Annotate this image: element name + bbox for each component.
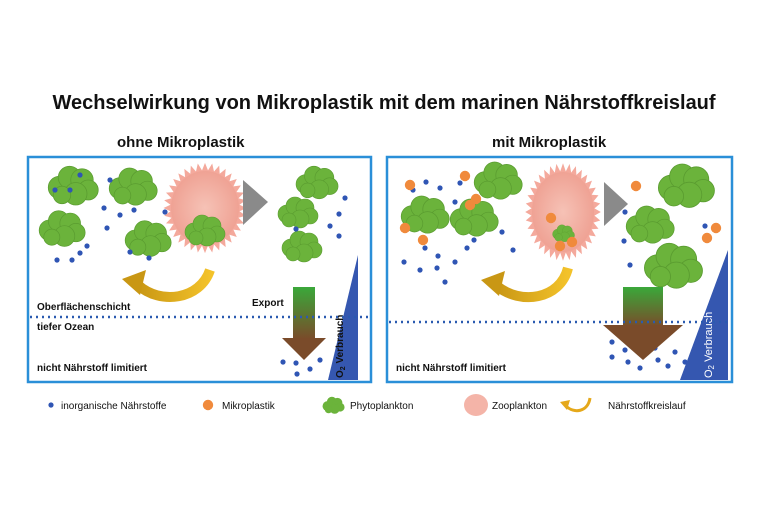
legend-phytoplankton-label: Phytoplankton	[350, 401, 413, 412]
zooplankton-icon	[464, 394, 488, 416]
zooplankton-right	[525, 163, 601, 261]
legend-nutrients-label: inorganische Nährstoffe	[61, 401, 167, 412]
cycle-arrow-right	[481, 266, 573, 303]
microplastic-right	[399, 170, 722, 252]
phytoplankton-icon	[322, 396, 345, 414]
o2-label-left: O2 Verbrauch	[335, 315, 347, 378]
nutrients-right	[401, 179, 708, 371]
legend-zooplankton-label: Zooplankton	[492, 401, 547, 412]
cycle-arrow-icon	[560, 397, 592, 413]
legend: inorganische Nährstoffe Mikroplastik Phy…	[48, 394, 686, 416]
o2-triangle-right	[680, 250, 728, 380]
export-arrow-left	[282, 287, 326, 360]
grey-triangle-right	[604, 182, 628, 226]
legend-nutrients: inorganische Nährstoffe	[48, 401, 167, 412]
grey-triangle-left	[243, 180, 268, 225]
legend-cycle: Nährstoffkreislauf	[560, 397, 686, 413]
bottom-label-right: nicht Nährstoff limitiert	[396, 363, 507, 374]
export-label: Export	[252, 298, 284, 309]
panel-left: O2 Verbrauch Oberflächenschicht tiefer O…	[26, 155, 373, 384]
panel-right: O2 Verbrauch nicht Nährstoff limitiert	[385, 155, 734, 384]
nutrients-left	[52, 172, 348, 377]
bottom-label-left: nicht Nährstoff limitiert	[37, 363, 148, 374]
deep-ocean-label: tiefer Ozean	[37, 322, 94, 333]
legend-zooplankton: Zooplankton	[464, 394, 547, 416]
legend-phytoplankton: Phytoplankton	[322, 396, 413, 414]
export-arrow-right	[603, 287, 683, 360]
cycle-arrow-left	[122, 268, 215, 302]
surface-label: Oberflächenschicht	[37, 302, 131, 313]
legend-cycle-label: Nährstoffkreislauf	[608, 401, 686, 412]
o2-label-right: O2 Verbrauch	[703, 312, 716, 378]
legend-microplastic-label: Mikroplastik	[222, 401, 276, 412]
panel-left-title: ohne Mikroplastik	[117, 134, 245, 151]
nutrient-icon	[48, 402, 54, 408]
legend-microplastic: Mikroplastik	[202, 399, 276, 412]
panel-right-title: mit Mikroplastik	[492, 134, 607, 151]
diagram-title: Wechselwirkung von Mikroplastik mit dem …	[52, 92, 716, 114]
microplastic-icon	[202, 399, 214, 411]
